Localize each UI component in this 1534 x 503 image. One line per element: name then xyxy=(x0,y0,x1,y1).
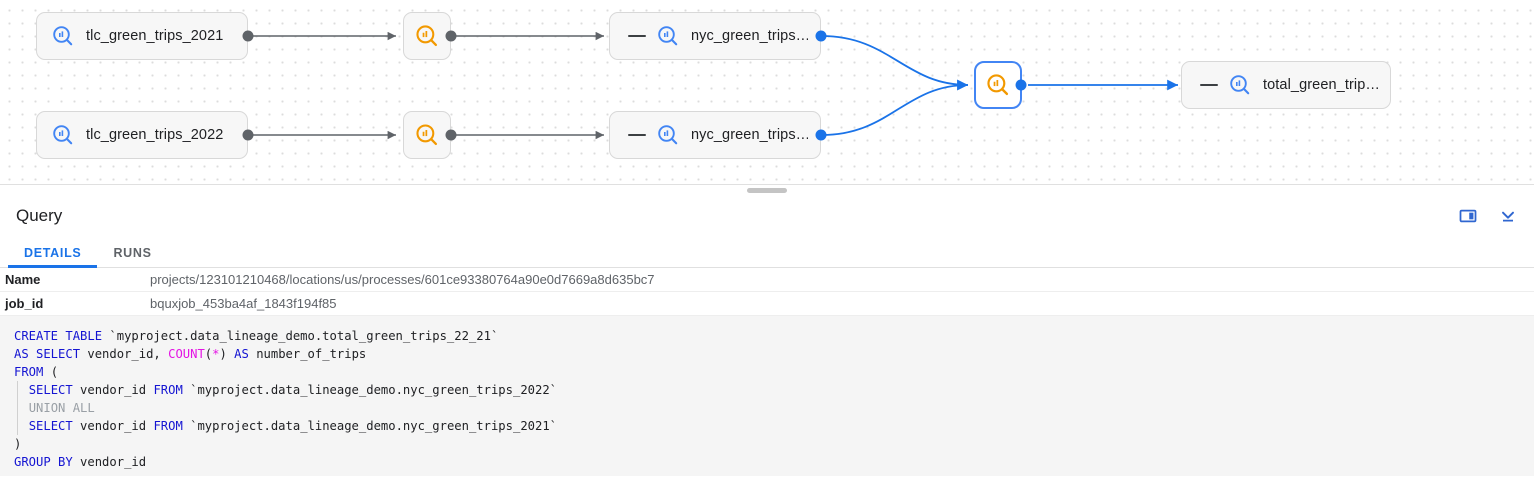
sql-text: vendor_id xyxy=(72,419,154,433)
sql-function: COUNT xyxy=(168,347,205,361)
sql-text: ) xyxy=(14,437,22,451)
sql-indent xyxy=(14,401,29,415)
collapse-node-icon[interactable] xyxy=(628,133,646,137)
panel-tabs: DETAILS RUNS xyxy=(0,237,1534,268)
lineage-node-nyc-green-trips-2021[interactable]: nyc_green_trips… xyxy=(609,12,827,60)
sql-indent xyxy=(14,383,29,397)
sql-indent xyxy=(14,419,29,433)
sql-line: AS SELECT vendor_id, COUNT(*) AS number_… xyxy=(0,345,1534,363)
sql-line: CREATE TABLE `myproject.data_lineage_dem… xyxy=(0,327,1534,345)
sql-text: vendor_id xyxy=(72,383,154,397)
sql-line: UNION ALL xyxy=(0,399,1534,417)
sql-line: SELECT vendor_id FROM `myproject.data_li… xyxy=(0,381,1534,399)
panel-title: Query xyxy=(16,206,63,225)
lineage-node-process-selected[interactable] xyxy=(974,61,1027,109)
tab-details[interactable]: DETAILS xyxy=(8,237,98,268)
node-output-port[interactable] xyxy=(242,129,254,141)
sql-keyword-dim: UNION ALL xyxy=(28,401,95,415)
node-output-port[interactable] xyxy=(445,129,457,141)
lineage-node-tlc-green-trips-2021[interactable]: tlc_green_trips_2021 xyxy=(36,12,254,60)
tab-runs[interactable]: RUNS xyxy=(113,245,152,260)
bigquery-table-icon xyxy=(1230,75,1250,95)
sql-code-block[interactable]: CREATE TABLE `myproject.data_lineage_dem… xyxy=(0,316,1534,476)
bigquery-table-icon xyxy=(658,26,678,46)
sql-keyword: FROM xyxy=(14,365,44,379)
lineage-node-label: nyc_green_trips… xyxy=(691,127,808,143)
collapse-node-icon[interactable] xyxy=(628,34,646,38)
detail-row: Name projects/123101210468/locations/us/… xyxy=(0,268,1534,292)
lineage-node-label: nyc_green_trips… xyxy=(691,28,808,44)
sql-line: ) xyxy=(0,435,1534,453)
query-panel-header: Query xyxy=(0,195,1534,237)
collapse-node-icon[interactable] xyxy=(1200,83,1218,87)
node-output-port[interactable] xyxy=(815,129,827,141)
lineage-node-nyc-green-trips-2022[interactable]: nyc_green_trips… xyxy=(609,111,827,159)
lineage-node-label: tlc_green_trips_2021 xyxy=(86,28,224,44)
node-output-port[interactable] xyxy=(445,30,457,42)
sql-keyword: SELECT xyxy=(28,419,73,433)
bigquery-table-icon xyxy=(53,125,73,145)
sql-keyword: AS SELECT xyxy=(14,347,81,361)
panel-header-actions xyxy=(1458,206,1518,226)
node-output-port[interactable] xyxy=(242,30,254,42)
sql-keyword: SELECT xyxy=(28,383,73,397)
details-table: Name projects/123101210468/locations/us/… xyxy=(0,268,1534,316)
sql-star: * xyxy=(212,347,220,361)
lineage-node-total-green-trips[interactable]: total_green_trip… xyxy=(1181,61,1391,109)
detail-row: job_id bquxjob_453ba4af_1843f194f85 xyxy=(0,292,1534,316)
sql-line: GROUP BY vendor_id xyxy=(0,453,1534,471)
sql-text: vendor_id xyxy=(72,455,147,469)
sql-text: `myproject.data_lineage_demo.total_green… xyxy=(102,329,499,343)
sql-keyword: FROM xyxy=(153,419,183,433)
sql-keyword: AS xyxy=(234,347,249,361)
collapse-down-icon[interactable] xyxy=(1498,206,1518,226)
detail-key: Name xyxy=(5,272,41,287)
sql-keyword: CREATE TABLE xyxy=(14,329,103,343)
bigquery-process-icon xyxy=(416,25,438,47)
sql-keyword: FROM xyxy=(153,383,183,397)
lineage-node-label: total_green_trip… xyxy=(1263,77,1378,93)
bigquery-table-icon xyxy=(53,26,73,46)
split-panel-icon[interactable] xyxy=(1458,206,1478,226)
sql-line: SELECT vendor_id FROM `myproject.data_li… xyxy=(0,417,1534,435)
sql-text: ) xyxy=(219,347,235,361)
node-output-port[interactable] xyxy=(1015,79,1027,91)
lineage-node-tlc-green-trips-2022[interactable]: tlc_green_trips_2022 xyxy=(36,111,254,159)
detail-value: projects/123101210468/locations/us/proce… xyxy=(150,272,655,287)
lineage-node-label: tlc_green_trips_2022 xyxy=(86,127,224,143)
panel-splitter[interactable] xyxy=(0,184,1534,195)
bigquery-process-icon xyxy=(416,124,438,146)
sql-text: ( xyxy=(204,347,213,361)
sql-line: FROM ( xyxy=(0,363,1534,381)
bigquery-table-icon xyxy=(658,125,678,145)
sql-text: vendor_id, xyxy=(80,347,169,361)
sql-text: number_of_trips xyxy=(248,347,367,361)
detail-key: job_id xyxy=(5,296,44,311)
node-output-port[interactable] xyxy=(815,30,827,42)
detail-value: bquxjob_453ba4af_1843f194f85 xyxy=(150,296,337,311)
lineage-node-process-1[interactable] xyxy=(403,12,457,60)
sql-text: ( xyxy=(43,365,59,379)
lineage-node-process-2[interactable] xyxy=(403,111,457,159)
panel-drag-handle[interactable] xyxy=(747,188,787,193)
sql-keyword: GROUP BY xyxy=(14,455,73,469)
lineage-graph-canvas[interactable]: tlc_green_trips_2021 tlc_green_trips_202… xyxy=(0,0,1534,184)
sql-text: `myproject.data_lineage_demo.nyc_green_t… xyxy=(182,383,558,397)
sql-text: `myproject.data_lineage_demo.nyc_green_t… xyxy=(182,419,558,433)
bigquery-process-icon xyxy=(987,74,1009,96)
